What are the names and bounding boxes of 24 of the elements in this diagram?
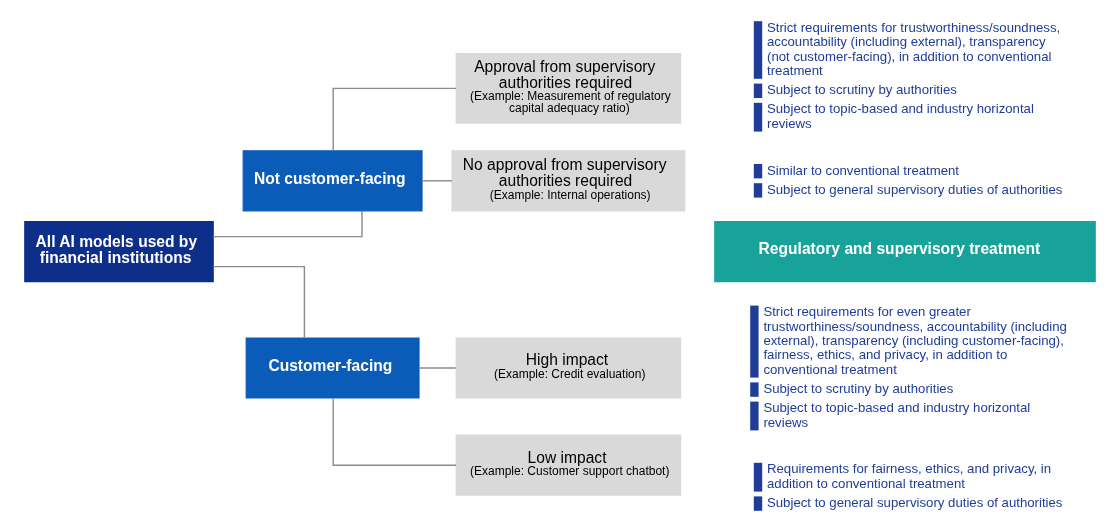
node-label: Subject to topic-based and industry horizontal reviews bbox=[767, 101, 1034, 131]
connector bbox=[418, 367, 457, 369]
node-label: Subject to general supervisory duties of authorities bbox=[767, 494, 1063, 510]
node-label: Subject to scrutiny by authorities bbox=[767, 82, 957, 98]
node-box: Low impact (Example: Customer support chatbot) bbox=[455, 434, 682, 496]
node-box: All AI models used by financial institutions bbox=[24, 221, 214, 283]
node-box: Approval from supervisory authorities required (Example: Measurement of regulatory capital adequacy ratio) bbox=[455, 53, 682, 124]
node-box: No approval from supervisory authorities required (Example: Internal operations) bbox=[451, 150, 686, 212]
connector bbox=[421, 180, 453, 182]
node-label: Subject to general supervisory duties of authorities bbox=[767, 181, 1063, 197]
node-label: Strict requirements for even greater trustworthiness/soundness, accountability (including external), transparency (including customer-facing), fairness, ethics, and privacy, in addition to conventional treatment bbox=[763, 304, 1067, 377]
node-box: Not customer-facing bbox=[242, 150, 423, 212]
node-label: Strict requirements for trustworthiness/soundness, accountability (including external), transparency (not customer-facing), in addition to conventional treatment bbox=[767, 19, 1061, 78]
node-box: Customer-facing bbox=[245, 337, 420, 399]
node-box: Regulatory and supervisory treatment bbox=[714, 221, 1096, 283]
node-label: Subject to scrutiny by authorities bbox=[763, 380, 954, 396]
node-label: Requirements for fairness, ethics, and privacy, in addition to conventional treatment bbox=[767, 461, 1052, 491]
connector bbox=[212, 210, 363, 238]
connector bbox=[332, 87, 457, 152]
node-label: Subject to topic-based and industry horizontal reviews bbox=[763, 400, 1031, 430]
node-box: High impact (Example: Credit evaluation) bbox=[455, 337, 682, 399]
connector bbox=[212, 265, 306, 339]
connector bbox=[332, 397, 457, 466]
node-label: Similar to conventional treatment bbox=[767, 162, 960, 178]
